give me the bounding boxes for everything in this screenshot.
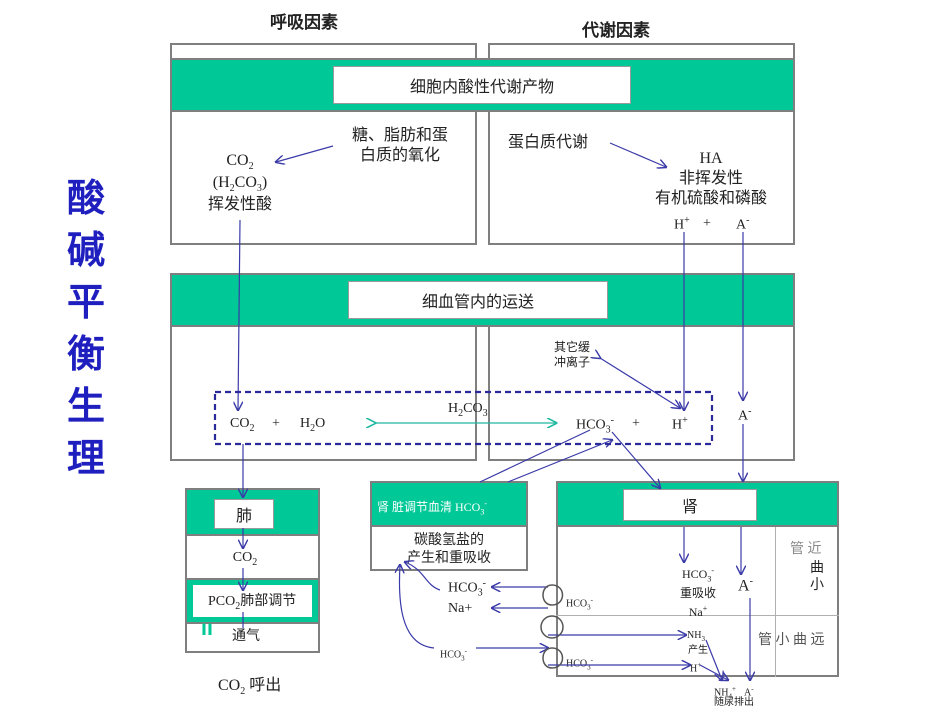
proximal-tubule-line1: 管 近 <box>790 542 822 557</box>
arrow-oxidation-co2 <box>276 145 334 162</box>
h2co3-label: (H2CO3) <box>212 174 268 195</box>
kidney-divider-v <box>775 527 776 677</box>
distal-tubule: 管 小 曲 远 <box>758 633 825 648</box>
plus-top: + <box>703 216 711 231</box>
title-char: 理 <box>66 436 105 480</box>
header-respiratory: 呼吸因素 <box>270 13 338 33</box>
title-char: 酸 <box>66 176 105 220</box>
eq-h: H+ <box>672 415 688 433</box>
lung-ventilation: 通气 <box>232 629 260 644</box>
kidney-reabsorb: 重吸收 <box>679 586 716 601</box>
curve-hco3-reg <box>405 562 441 591</box>
arrow-h-urine <box>699 664 728 680</box>
arrow-co2-down <box>238 219 240 410</box>
tube-hco3-1: HCO3- <box>566 596 593 612</box>
bicarbonate-desc: 碳酸氢盐的 产生和重吸收 <box>372 532 526 568</box>
reg-na: Na+ <box>448 601 473 616</box>
arrow-protein-ha <box>609 142 666 167</box>
kidney-a: A- <box>738 576 753 595</box>
equation-dashed-box <box>213 390 714 446</box>
band-cell-products-label: 细胞内酸性代谢产物 <box>333 66 631 104</box>
proximal-tubule-line2: 曲 <box>810 561 824 576</box>
kidney-label: 肾 <box>623 489 757 521</box>
kidney-regulation-label: 肾 脏调节血清 HCO3- <box>377 499 488 517</box>
eq-plus2: + <box>632 416 640 431</box>
bicarbonate-line2: 产生和重吸收 <box>407 551 491 566</box>
nonvolatile-label: 非挥发性 <box>678 170 743 187</box>
urine-a: A- <box>744 685 754 699</box>
co2-exhale: CO2 呼出 <box>218 677 282 698</box>
arrow-buffer-h <box>600 358 680 408</box>
reg-hco3: HCO3- <box>448 578 486 599</box>
eq-hco3: HCO3- <box>576 415 614 436</box>
protein-metabolism: 蛋白质代谢 <box>508 134 589 151</box>
nonvolatile-acid-group: HA 非挥发性 有机硫酸和磷酸 <box>636 149 786 209</box>
title-char: 碱 <box>66 228 105 272</box>
line-reg-hco3-2 <box>507 440 612 483</box>
proximal-tubule-line3: 小 <box>810 578 824 593</box>
title-char: 平 <box>66 280 105 324</box>
lung-co2: CO2 <box>232 550 258 568</box>
other-buffer-line2: 冲离子 <box>553 355 590 369</box>
eq-a: A- <box>738 406 752 424</box>
other-buffer-line1: 其它缓 <box>553 340 590 354</box>
title-char: 生 <box>66 384 105 428</box>
kidney-hco3-reabsorb: HCO3- 重吸收 Na+ <box>668 563 728 620</box>
title-char: 衡 <box>66 332 105 376</box>
eq-co2: CO2 <box>230 416 255 434</box>
ha-label: HA <box>699 150 723 167</box>
kidney-h: H+ <box>690 661 702 675</box>
bicarbonate-line1: 碳酸氢盐的 <box>414 533 484 548</box>
oxidation-line1: 糖、脂肪和蛋 <box>351 127 448 144</box>
h-ion-top: H+ <box>674 215 690 233</box>
lung-pco2-regulation: PCO2肺部调节 <box>208 594 297 612</box>
lung-label: 肺 <box>214 499 274 529</box>
curve-hco3-small-reg <box>399 565 435 649</box>
arrow-nh3-urine <box>705 639 722 680</box>
urine-excrete: 随尿排出 <box>714 697 754 708</box>
lung-regulation-bg <box>193 585 312 617</box>
line-reg-hco3-1 <box>479 429 591 483</box>
urine-nh4: NH4+ <box>714 685 736 701</box>
volatile-acid-label: 挥发性酸 <box>207 196 272 214</box>
co2-label: CO2 <box>226 152 254 173</box>
tubule-coil <box>540 584 564 669</box>
kidney-hco3: HCO3- <box>681 566 714 584</box>
tube-hco3-2: HCO3- <box>566 656 593 672</box>
kidney-na: Na+ <box>688 604 708 620</box>
other-buffer-ions: 其它缓 冲离子 <box>543 340 601 370</box>
kidney-produce: 产生 <box>688 645 708 656</box>
vertical-title: 酸 碱 平 衡 生 理 <box>60 172 112 484</box>
band-transport-label: 细血管内的运送 <box>348 281 608 319</box>
arrow-hco3-kidney <box>611 431 660 488</box>
eq-h2o: H2O <box>300 416 326 434</box>
eq-plus1: + <box>272 416 280 431</box>
oxidation-source: 糖、脂肪和蛋 白质的氧化 <box>330 126 470 166</box>
a-ion-top: A- <box>736 215 750 233</box>
header-metabolic: 代谢因素 <box>582 21 650 41</box>
organic-acids-label: 有机硫酸和磷酸 <box>654 190 767 207</box>
eq-h2co3: H2CO3 <box>448 401 488 419</box>
lung-equal-sign: II <box>201 620 213 639</box>
co2-volatile-group: CO2 (H2CO3) 挥发性酸 <box>188 151 292 215</box>
kidney-nh3: NH3 <box>687 630 705 643</box>
reg-hco3-small: HCO3- <box>440 647 467 663</box>
kidney-regulation-band <box>370 481 528 527</box>
kidney-divider-h <box>556 615 839 616</box>
oxidation-line2: 白质的氧化 <box>359 147 440 164</box>
